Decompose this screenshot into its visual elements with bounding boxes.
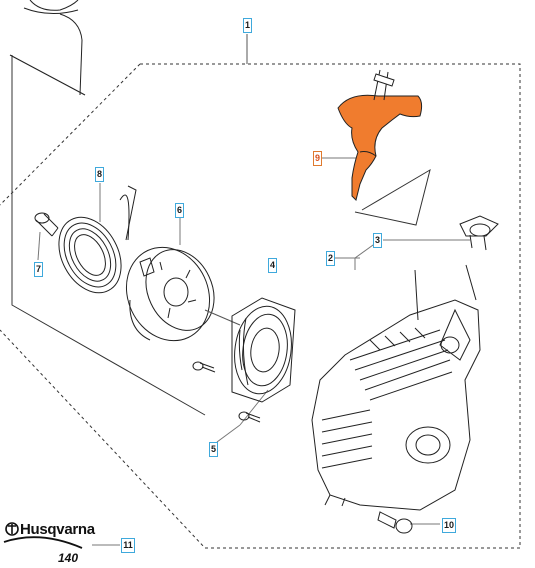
callout-11[interactable]: 11 (121, 538, 135, 553)
callout-8[interactable]: 8 (95, 167, 104, 182)
screws-part-5 (192, 361, 261, 423)
husqvarna-crown-icon (5, 522, 19, 536)
callout-2[interactable]: 2 (326, 251, 335, 266)
callout-7[interactable]: 7 (34, 262, 43, 277)
brand-swoosh (3, 536, 83, 549)
screw-part-10 (377, 511, 413, 534)
callout-10[interactable]: 10 (442, 518, 456, 533)
bushing-part-3 (459, 215, 499, 301)
pulley-part-6 (125, 246, 215, 342)
starter-cover-part-2 (311, 269, 481, 511)
callout-9[interactable]: 9 (313, 151, 322, 166)
spring-part-8 (58, 185, 137, 294)
starter-handle-part-9 (337, 69, 423, 201)
starter-ring-part-4 (231, 297, 296, 403)
model-number: 140 (58, 551, 79, 565)
partial-part-top-left (9, 0, 86, 96)
callout-3[interactable]: 3 (373, 233, 382, 248)
callout-1[interactable]: 1 (243, 18, 252, 33)
leader-7 (37, 231, 41, 261)
callout-6[interactable]: 6 (175, 203, 184, 218)
screw-part-7 (34, 212, 59, 237)
brand-logo-text: Husqvarna (20, 521, 95, 538)
callout-5[interactable]: 5 (209, 442, 218, 457)
assembly-boundary-1 (0, 63, 521, 549)
leader-5 (216, 424, 241, 443)
callout-4[interactable]: 4 (268, 258, 277, 273)
